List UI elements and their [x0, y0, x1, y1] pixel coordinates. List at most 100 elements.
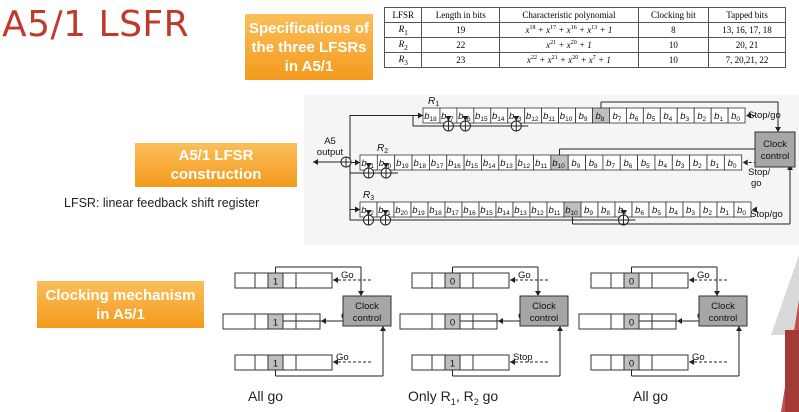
r2-in-arrow: [355, 159, 360, 166]
panel-3-caption: All go: [633, 388, 669, 404]
r3-cell-label: b2: [703, 205, 712, 217]
r3-tap-arrow: [365, 210, 372, 215]
panel-2-go-arrow: [510, 277, 515, 283]
r1-cell-label: b2: [697, 111, 706, 123]
r2-cell-label: b3: [676, 158, 685, 170]
clock-control-label-1: Clock: [763, 139, 787, 150]
panel-1-clock-control-label-2: control: [353, 313, 382, 324]
r1-cell-label: b1: [714, 111, 723, 123]
panel-3-go-arrow: [689, 359, 694, 365]
clock-control-box: [754, 131, 796, 168]
r2-cell-label: b2: [693, 158, 702, 170]
panel-1-signal-1: Go: [341, 270, 354, 281]
r2-cell-label: b8: [589, 158, 598, 170]
r2-cell-label: b4: [658, 158, 667, 170]
r2-cell-label: b1: [710, 158, 719, 170]
panel-3-cell: [610, 313, 625, 330]
panel-3-clock-bit-value: 0: [629, 277, 634, 288]
r3-cell-label: b9: [584, 205, 593, 217]
r3-stopgo-arrow: [752, 206, 757, 213]
panel-2-clock-bit-value: 0: [450, 277, 455, 288]
stopgo-label-r2b: go: [751, 178, 762, 189]
panel-3-clock-bit-value: 0: [629, 318, 634, 329]
panel-1-cell: [282, 272, 297, 289]
r1-cell: [727, 107, 746, 124]
r2-stopgo-arrow: [742, 159, 748, 166]
r1-cell-label: b7: [612, 111, 621, 123]
r3-label: R3: [363, 190, 374, 202]
r1-cell-label: b8: [596, 111, 605, 123]
output-label-1: A5: [324, 136, 336, 147]
stopgo-label-r1: Stop/go: [748, 110, 781, 121]
panel-1-a: [358, 291, 364, 296]
panel-1-go-arrow: [321, 318, 326, 324]
spec-header-3: Clocking bit: [637, 7, 710, 23]
panel-2-caption: Only R1, R2 go: [408, 388, 499, 407]
panel-1-cell: [254, 313, 269, 330]
r3-cell-label: b3: [686, 205, 695, 217]
stopgo-label-r2a: Stop/: [748, 167, 771, 178]
panel-3-a: [736, 326, 742, 331]
panel-2-clock-bit-value: 1: [450, 359, 455, 370]
panel-1-clock-bit-value: 1: [273, 318, 278, 329]
spec-tapped-bits: 7, 20,21, 22: [708, 52, 786, 68]
page-title: A5/1 LSFR: [2, 4, 190, 45]
panel-1-cell: [254, 354, 269, 371]
r2-cell-label: b0: [728, 158, 737, 170]
panel-1-cell: [254, 272, 269, 289]
r1-cell-label: b3: [680, 111, 689, 123]
panel-3-clock-bit-value: 0: [629, 359, 634, 370]
panel-3-go-arrow: [677, 318, 682, 324]
panel-2-clock-control-label-2: control: [530, 313, 559, 324]
r3-in-arrow: [355, 206, 360, 213]
panel-2-go-arrow: [498, 318, 503, 324]
r2-label: R2: [377, 143, 388, 155]
r1-tap-arrow: [445, 116, 452, 121]
panel-2-a: [557, 326, 563, 331]
panel-1-go-arrow: [333, 277, 338, 283]
r3-cell-label: b1: [720, 205, 729, 217]
r3-cell-label: b0: [737, 205, 746, 217]
panel-3-cell: [610, 354, 625, 371]
spec-clocking-bit: 10: [637, 52, 710, 68]
r2-cell-label: b6: [623, 158, 632, 170]
panel-3-clock-control-label-1: Clock: [711, 301, 735, 312]
panel-2-cell: [459, 272, 474, 289]
r1-label: R1: [428, 96, 439, 108]
panel-1-go-arrow: [333, 359, 338, 365]
construction-note: LFSR: linear feedback shift register: [64, 196, 260, 210]
r3-cell-label: b4: [669, 205, 678, 217]
panel-2-clock-control: [519, 295, 569, 327]
panel-2-clock-control-label-1: Clock: [532, 301, 556, 312]
r1-cell-label: b5: [646, 111, 655, 123]
r2-cell-label: b9: [571, 158, 580, 170]
spec-polynomial: x22 + x21 + x20 + x7 + 1: [499, 52, 639, 68]
r1-cell-label: b4: [663, 111, 672, 123]
output-arrow: [313, 159, 318, 165]
r2-cell-label: b7: [606, 158, 615, 170]
spec-lfsr-name: R3: [383, 52, 423, 68]
panel-3-clock-control: [698, 295, 748, 327]
r3-tap-arrow: [620, 210, 627, 215]
r1-tap-arrow: [513, 116, 520, 121]
panel-3-cell: [610, 272, 625, 289]
panel-1-clock-bit-value: 1: [273, 359, 278, 370]
r1-in-arrow: [418, 112, 423, 119]
panel-2-clock-bit-value: 0: [450, 318, 455, 329]
panel-2-cell: [431, 354, 446, 371]
corner-decoration-dark-red: [785, 330, 799, 412]
r1-cell-label: b0: [731, 111, 740, 123]
panel-3-a: [714, 291, 720, 296]
panel-2-cell: [431, 313, 446, 330]
spec-box: Specifications of the three LFSRs in A5/…: [245, 14, 373, 80]
panel-1-cell: [282, 354, 297, 371]
panel-2-signal-1: Go: [518, 270, 531, 281]
spec-polynomial: x21 + x20 + 1: [499, 37, 639, 53]
r3-cell-label: b8: [601, 205, 610, 217]
r2-cell-label: b5: [641, 158, 650, 170]
clocking-box-label: Clocking mechanism in A5/1: [45, 286, 196, 323]
